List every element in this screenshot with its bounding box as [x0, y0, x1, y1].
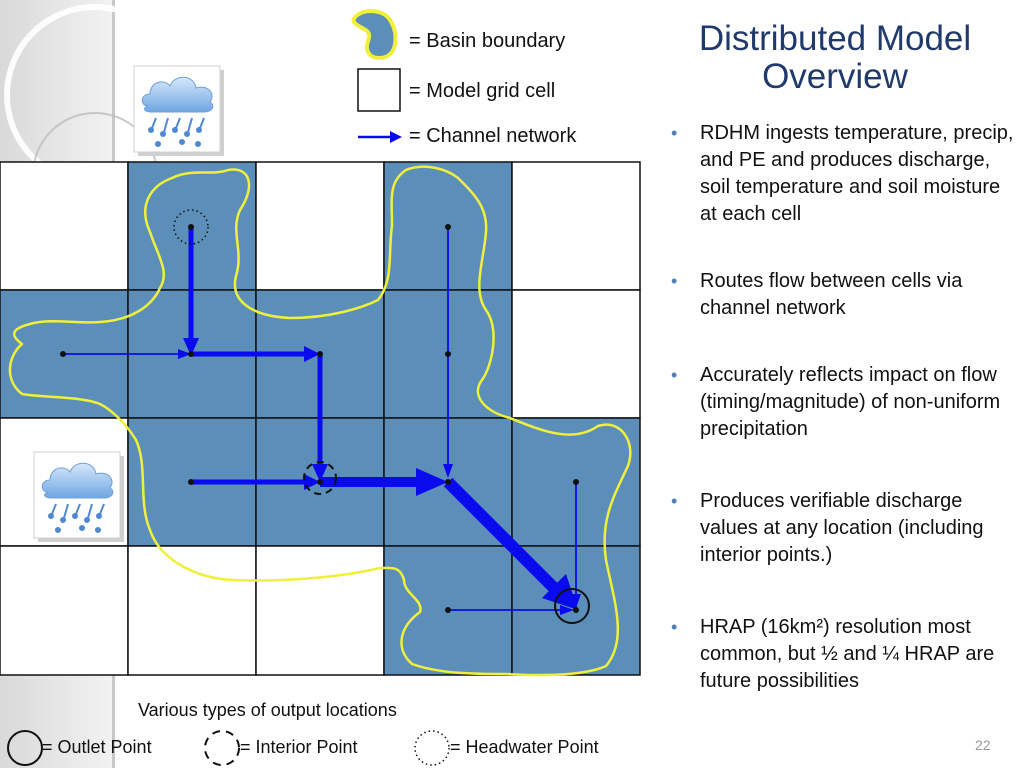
slide-title: Distributed Model Overview: [660, 20, 1010, 96]
grid-cell: [255, 161, 385, 291]
interior-point-marker: [303, 461, 337, 495]
slide-title-line-2: Overview: [762, 57, 908, 96]
bullet-item: Accurately reflects impact on flow (timi…: [670, 362, 1020, 443]
channel-arrowhead: [304, 474, 320, 490]
channel-network-legend-label: = Channel network: [409, 125, 577, 147]
bullet-item: HRAP (16km²) resolution most common, but…: [670, 614, 1020, 695]
bullet-list: RDHM ingests temperature, precip, and PE…: [670, 120, 1020, 695]
channel-arrowhead: [304, 346, 320, 362]
channel-arrowhead: [542, 574, 578, 610]
grid-cell: [0, 545, 129, 676]
page-number: 22: [975, 737, 991, 753]
grid-cell: [511, 161, 641, 291]
basin-boundary-legend-label: = Basin boundary: [409, 30, 566, 52]
headwater-point-legend-icon: [414, 730, 450, 766]
basin-boundary: [8, 165, 632, 677]
bullet-item: Produces verifiable discharge values at …: [670, 488, 1020, 569]
channel-arrowhead: [560, 605, 574, 615]
grid-cell: [511, 289, 641, 419]
grid-cell: [127, 545, 257, 676]
rain-cloud-icon: [133, 65, 224, 156]
outlet-point-legend-icon: [7, 730, 43, 766]
channel-arrowhead: [183, 338, 199, 356]
interior-point-legend-icon: [204, 730, 240, 766]
outlet-point-marker: [554, 588, 590, 624]
bullet-item: Routes flow between cells via channel ne…: [670, 268, 1020, 322]
bullet-item: RDHM ingests temperature, precip, and PE…: [670, 120, 1020, 228]
outlet-point-legend-label: = Outlet Point: [42, 737, 152, 757]
slide-title-line-1: Distributed Model: [698, 19, 972, 58]
cell-centers: [60, 224, 579, 613]
channel-arrowhead: [443, 464, 453, 478]
channel-arrowhead: [178, 349, 191, 359]
channel-network-legend-icon: [358, 131, 402, 143]
headwater-point-marker: [173, 209, 209, 245]
headwater-point-legend-label: = Headwater Point: [450, 737, 599, 757]
grid-cell: [255, 545, 385, 676]
channel-arrowhead: [416, 468, 448, 496]
model-grid-cell-legend-label: = Model grid cell: [409, 80, 556, 102]
channel-segment: [443, 477, 561, 595]
basin-boundary-legend-icon: [351, 9, 398, 60]
channel-network: [63, 227, 581, 615]
model-grid-cell-legend-icon: [357, 68, 401, 112]
interior-point-legend-label: = Interior Point: [240, 737, 358, 757]
output-locations-caption: Various types of output locations: [138, 700, 397, 720]
channel-arrowhead: [312, 464, 328, 482]
grid-cell: [0, 161, 129, 291]
rain-cloud-icon: [33, 451, 124, 542]
channel-arrowhead: [571, 594, 581, 608]
